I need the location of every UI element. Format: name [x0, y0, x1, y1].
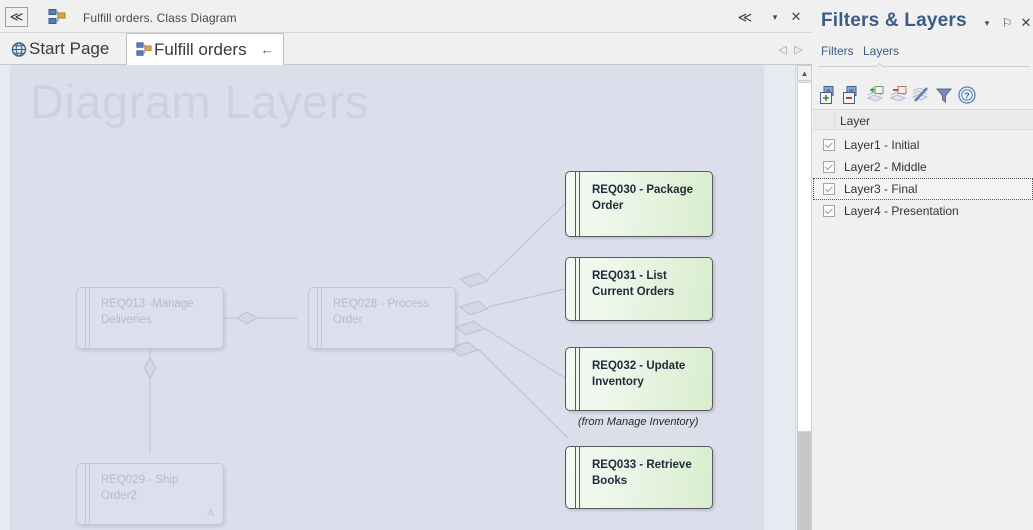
class-diagram-icon	[48, 9, 66, 24]
restore-chevrons-button[interactable]: ≪	[737, 8, 753, 25]
collapse-panel-button[interactable]: ≪	[5, 7, 28, 27]
panel-tab-active-notch	[871, 57, 893, 67]
column-divider	[834, 111, 835, 129]
element-corner-mark: A	[207, 508, 214, 519]
layer-column-header: Layer	[813, 111, 1033, 130]
window-title: Fulfill orders. Class Diagram	[83, 11, 237, 25]
diagram-note-from-manage-inventory: (from Manage Inventory)	[578, 416, 699, 428]
diagram-element-req028[interactable]: REQ028 - Process Order	[308, 287, 456, 349]
tab-start-page-label: Start Page	[29, 39, 110, 58]
title-bar: ≪ Fulfill orders. Class Diagram ≪ ▾ ✕	[0, 0, 812, 33]
tab-filters[interactable]: Filters	[821, 44, 854, 58]
move-layer-up-icon[interactable]	[864, 84, 886, 106]
layer-row[interactable]: Layer3 - Final	[813, 178, 1033, 200]
class-diagram-icon	[136, 42, 152, 56]
element-stripe	[579, 258, 580, 320]
layer-name: Layer3 - Final	[844, 182, 918, 196]
diagram-element-req013[interactable]: REQ013 -Manage Deliveries	[76, 287, 224, 349]
scroll-up-arrow-icon[interactable]: ▲	[797, 65, 811, 81]
panel-pin-icon[interactable]: ⚐	[1001, 16, 1013, 30]
tab-bar: Start Page Fulfill orders ← ◁ ▷	[0, 33, 812, 66]
element-stripe	[89, 288, 90, 348]
panel-tab-strip: Filters Layers	[813, 44, 1033, 67]
layer-name: Layer2 - Middle	[844, 160, 927, 174]
layer-row[interactable]: Layer4 - Presentation	[813, 200, 1033, 222]
diagram-element-req031[interactable]: REQ031 - List Current Orders	[565, 257, 713, 321]
tab-fulfill-orders[interactable]: Fulfill orders ←	[126, 33, 284, 66]
element-label: REQ028 - Process Order	[333, 298, 429, 326]
element-stripe	[579, 348, 580, 410]
tab-scroll-prev-icon[interactable]: ◁	[778, 44, 787, 56]
element-stripe	[89, 464, 90, 524]
scrollbar-lower-region[interactable]	[797, 432, 811, 530]
element-stripe	[317, 288, 318, 348]
element-label: REQ033 - Retrieve Books	[592, 459, 692, 487]
element-label: REQ031 - List Current Orders	[592, 270, 675, 298]
element-stripe	[575, 447, 576, 508]
panel-tab-underline	[818, 66, 1030, 67]
close-window-button[interactable]: ✕	[790, 9, 802, 24]
tab-back-arrow-icon[interactable]: ←	[260, 42, 274, 57]
element-stripe	[85, 288, 86, 348]
help-icon[interactable]: ?	[956, 84, 978, 106]
layer-name: Layer4 - Presentation	[844, 204, 959, 218]
panel-menu-caret-icon[interactable]: ▾	[984, 17, 990, 28]
layer-visibility-checkbox[interactable]	[823, 161, 835, 173]
diagram-element-req029[interactable]: REQ029 - Ship Order2 A	[76, 463, 224, 525]
remove-layer-icon[interactable]	[841, 84, 863, 106]
layer-row[interactable]: Layer2 - Middle	[813, 156, 1033, 178]
panel-header: Filters & Layers ▾ ⚐ ✕	[813, 5, 1033, 38]
layer-visibility-checkbox[interactable]	[823, 183, 835, 195]
layer-name: Layer1 - Initial	[844, 138, 920, 152]
disable-layers-icon[interactable]	[910, 84, 932, 106]
filters-and-layers-panel: Filters & Layers ▾ ⚐ ✕ Filters Layers	[813, 0, 1033, 530]
canvas-vertical-scrollbar[interactable]: ▲	[795, 65, 811, 530]
diagram-element-req033[interactable]: REQ033 - Retrieve Books	[565, 446, 713, 509]
tab-start-page[interactable]: Start Page	[2, 33, 118, 65]
element-stripe	[579, 447, 580, 508]
filter-icon[interactable]	[933, 84, 955, 106]
double-chevron-left-icon: ≪	[9, 9, 24, 24]
diagram-surface[interactable]: Diagram Layers	[10, 65, 764, 530]
diagram-element-req030[interactable]: REQ030 - Package Order	[565, 171, 713, 237]
layer-row[interactable]: Layer1 - Initial	[813, 134, 1033, 156]
window-menu-caret-icon[interactable]: ▾	[772, 11, 778, 22]
tab-layers[interactable]: Layers	[863, 44, 900, 58]
element-label: REQ013 -Manage Deliveries	[101, 298, 194, 326]
element-label: REQ030 - Package Order	[592, 184, 694, 212]
element-stripe	[321, 288, 322, 348]
diagram-element-req032[interactable]: REQ032 - Update Inventory	[565, 347, 713, 411]
tab-scroll-next-icon[interactable]: ▷	[794, 44, 803, 56]
layer-list[interactable]: Layer1 - Initial Layer2 - Middle Layer3 …	[813, 134, 1033, 234]
svg-text:?: ?	[964, 90, 969, 100]
scrollbar-track[interactable]	[797, 82, 811, 530]
diagram-watermark: Diagram Layers	[30, 75, 369, 128]
tab-fulfill-orders-label: Fulfill orders	[154, 39, 247, 59]
add-layer-icon[interactable]	[818, 84, 840, 106]
element-stripe	[575, 258, 576, 320]
element-label: REQ032 - Update Inventory	[592, 360, 686, 388]
layer-column-title: Layer	[840, 114, 871, 128]
layers-toolbar: ?	[813, 83, 1033, 110]
panel-title: Filters & Layers	[821, 10, 967, 31]
element-stripe	[575, 348, 576, 410]
globe-icon	[11, 41, 27, 57]
element-stripe	[85, 464, 86, 524]
layer-visibility-checkbox[interactable]	[823, 205, 835, 217]
element-stripe	[579, 172, 580, 236]
element-stripe	[575, 172, 576, 236]
element-label: REQ029 - Ship Order2	[101, 474, 179, 502]
scrollbar-thumb[interactable]	[797, 82, 811, 432]
diagram-canvas-area[interactable]: Diagram Layers	[0, 65, 812, 530]
panel-close-button[interactable]: ✕	[1020, 15, 1032, 30]
move-layer-down-icon[interactable]	[887, 84, 909, 106]
layer-visibility-checkbox[interactable]	[823, 139, 835, 151]
